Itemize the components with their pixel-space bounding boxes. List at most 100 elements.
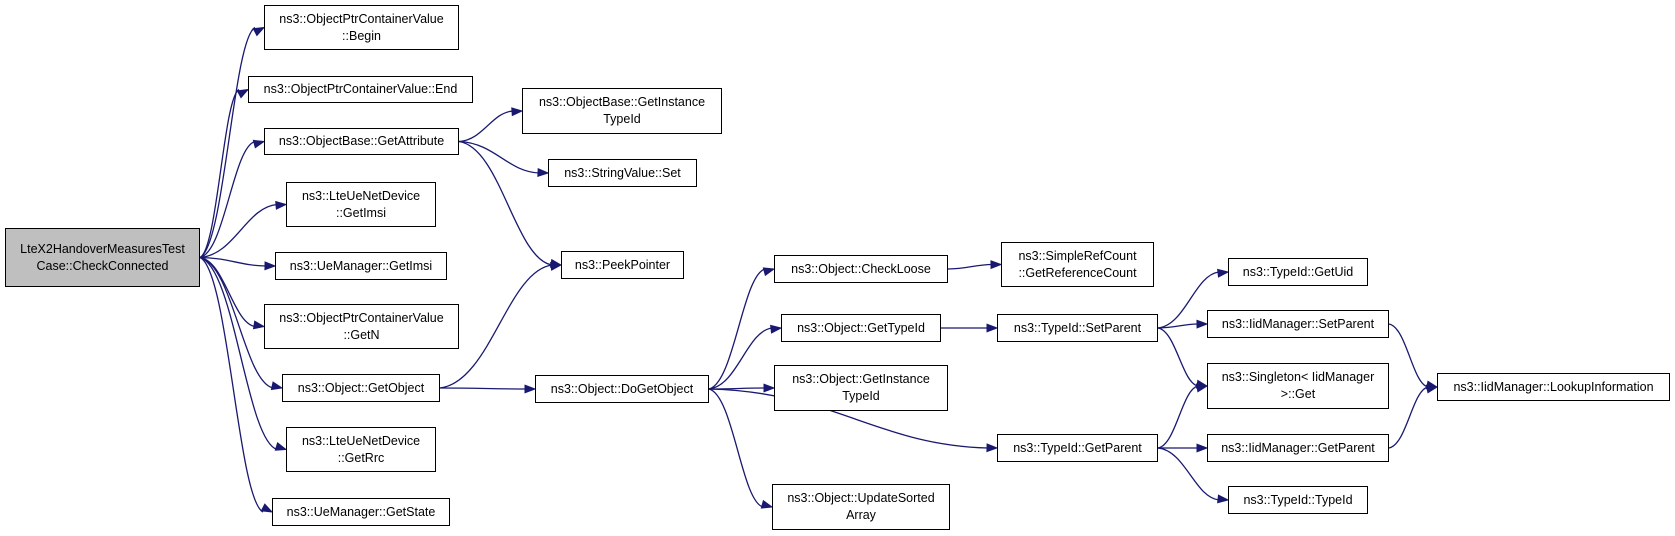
arrowhead-icon [524, 384, 537, 394]
node-label-line: Array [846, 508, 876, 522]
call-edge-object_dogetobject-to-object_gettypeid [708, 327, 773, 390]
arrowhead-icon [252, 139, 266, 149]
arrowhead-icon [1195, 383, 1209, 393]
arrowhead-icon [511, 107, 524, 117]
arrowhead-icon [1425, 384, 1439, 394]
node-typeid-getuid[interactable]: ns3::TypeId::GetUid [1228, 258, 1368, 286]
call-edge-object_dogetobject-to-object_checkloose [708, 268, 766, 390]
node-uemanager-getimsi[interactable]: ns3::UeManager::GetImsi [275, 252, 447, 280]
arrowhead-icon [770, 324, 783, 334]
arrowhead-icon [1217, 268, 1230, 278]
node-iidmanager-lookupinformation[interactable]: ns3::IidManager::LookupInformation [1437, 373, 1670, 401]
call-edge-iidmanager_getparent-to-iidmanager_lookupinformation [1388, 386, 1429, 449]
node-label-line: TypeId [603, 112, 641, 126]
call-edge-object_getobject-to-peekpointer [439, 264, 553, 389]
node-label-line: ns3::ObjectPtrContainerValue [279, 310, 444, 325]
call-edge-root-to-opcv_begin [199, 26, 256, 259]
node-label-line: ns3::SimpleRefCount [1018, 248, 1137, 263]
node-label-line: ns3::UeManager::GetImsi [289, 258, 433, 273]
node-simplerefcount-getreferencecount[interactable]: ns3::SimpleRefCount ::GetReferenceCount [1001, 242, 1154, 287]
node-label-line: ns3::Object::GetTypeId [797, 320, 925, 335]
call-edge-iidmanager_setparent-to-iidmanager_lookupinformation [1388, 323, 1429, 388]
node-label-line: ns3::UeManager::GetState [286, 504, 436, 519]
node-label-line: Case::CheckConnected [36, 258, 169, 273]
call-edge-typeid_setparent-to-typeid_getuid [1157, 271, 1220, 329]
node-label-line: ::GetImsi [335, 205, 386, 220]
node-label-line: ns3::IidManager::SetParent [1221, 316, 1375, 331]
node-label-line: ns3::TypeId::GetParent [1013, 440, 1142, 455]
node-label-line: ns3::PeekPointer [574, 257, 671, 272]
node-label-line: ns3::ObjectBase::GetAttribute [278, 134, 445, 148]
node-label-line: ns3::Singleton< IidManager [1221, 370, 1375, 384]
node-object-updatesortedarray[interactable]: ns3::Object::UpdateSorted Array [772, 484, 950, 530]
node-label-line: ns3::ObjectPtrContainerValue::End [263, 82, 458, 96]
node-typeid-getparent[interactable]: ns3::TypeId::GetParent [997, 434, 1158, 462]
node-label-line: LteX2HandoverMeasuresTest [20, 241, 185, 256]
node-uemanager-getstate[interactable]: ns3::UeManager::GetState [272, 498, 450, 526]
node-label-line: ns3::Object::CheckLoose [791, 261, 931, 276]
node-typeid-typeid[interactable]: ns3::TypeId::TypeId [1228, 486, 1368, 514]
call-edge-object_dogetobject-to-typeid_getparent [708, 388, 989, 449]
node-objectbase-getattribute[interactable]: ns3::ObjectBase::GetAttribute [264, 128, 459, 155]
call-edge-typeid_getparent-to-typeid_typeid [1157, 447, 1220, 501]
node-object-getobject[interactable]: ns3::Object::GetObject [282, 374, 440, 402]
node-label-line: ns3::TypeId::SetParent [1013, 320, 1142, 335]
arrowhead-icon [760, 499, 774, 509]
node-label-line: ns3::ObjectPtrContainerValue [279, 11, 444, 26]
node-label-line: TypeId [842, 389, 880, 403]
call-edge-root-to-uemanager_getimsi [199, 256, 267, 267]
node-object-checkloose[interactable]: ns3::Object::CheckLoose [774, 255, 948, 283]
node-label-line: ns3::StringValue::Set [564, 165, 681, 180]
node-label-line: ::GetReferenceCount [1018, 265, 1137, 280]
node-objectbase-getinstancetypeid[interactable]: ns3::ObjectBase::GetInstance TypeId [522, 88, 722, 134]
node-object-gettypeid[interactable]: ns3::Object::GetTypeId [781, 314, 941, 342]
arrowhead-icon [986, 323, 999, 333]
call-edge-root-to-uemanager_getstate [199, 256, 264, 513]
node-typeid-setparent[interactable]: ns3::TypeId::SetParent [997, 314, 1158, 342]
node-iidmanager-setparent[interactable]: ns3::IidManager::SetParent [1207, 310, 1389, 338]
node-label-line: ns3::Object::UpdateSorted [787, 491, 935, 505]
arrowhead-icon [236, 88, 250, 99]
node-label-line: ns3::IidManager::GetParent [1221, 440, 1375, 455]
arrowhead-icon [264, 261, 277, 271]
node-label-line: ns3::ObjectBase::GetInstance [538, 95, 706, 109]
arrowhead-icon [990, 260, 1003, 270]
node-iidmanager-getparent[interactable]: ns3::IidManager::GetParent [1207, 434, 1389, 462]
arrowhead-icon [252, 26, 266, 37]
arrowhead-icon [1196, 319, 1209, 329]
node-objectptrcontainervalue-end[interactable]: ns3::ObjectPtrContainerValue::End [248, 76, 473, 103]
node-stringvalue-set[interactable]: ns3::StringValue::Set [548, 159, 697, 187]
call-edge-ob_getattribute-to-ob_getinstancetypeid [458, 110, 514, 143]
node-peekpointer[interactable]: ns3::PeekPointer [561, 251, 684, 279]
node-label-line: ns3::TypeId::TypeId [1243, 492, 1353, 507]
node-label-line: >::Get [1280, 387, 1316, 401]
node-label-line: ns3::Object::GetInstance [792, 372, 930, 386]
call-edge-root-to-object_getobject [199, 256, 274, 389]
node-root-lte-x2-handover-checkconnected[interactable]: LteX2HandoverMeasuresTest Case::CheckCon… [5, 228, 200, 287]
node-label-line: ::GetN [343, 327, 380, 342]
node-object-dogetobject[interactable]: ns3::Object::DoGetObject [535, 375, 709, 403]
node-label-line: ::GetRrc [337, 450, 385, 465]
call-edge-root-to-ob_getattribute [199, 140, 256, 259]
arrowhead-icon [275, 200, 288, 210]
call-edge-root-to-ltenetdev_getimsi [199, 203, 278, 259]
node-singleton-iidmanager-get[interactable]: ns3::Singleton< IidManager >::Get [1207, 363, 1389, 409]
arrowhead-icon [762, 267, 776, 277]
arrowhead-icon [1217, 494, 1230, 504]
node-lteuenetdevice-getimsi[interactable]: ns3::LteUeNetDevice ::GetImsi [286, 182, 436, 227]
node-lteuenetdevice-getrrc[interactable]: ns3::LteUeNetDevice ::GetRrc [286, 427, 436, 472]
node-objectptrcontainervalue-begin[interactable]: ns3::ObjectPtrContainerValue ::Begin [264, 5, 459, 50]
arrowhead-icon [270, 381, 284, 391]
node-object-getinstancetypeid[interactable]: ns3::Object::GetInstance TypeId [774, 365, 948, 411]
node-label-line: ns3::LteUeNetDevice [301, 188, 421, 203]
node-label-line: ns3::Object::GetObject [297, 380, 425, 395]
arrowhead-icon [986, 443, 999, 453]
node-label-line: ::Begin [342, 28, 381, 43]
call-edge-typeid_getparent-to-singleton_get [1157, 385, 1199, 449]
call-edge-ob_getattribute-to-stringvalue_set [458, 140, 540, 174]
arrowhead-icon [537, 167, 550, 178]
node-label-line: ns3::Object::DoGetObject [550, 381, 694, 396]
node-objectptrcontainervalue-getn[interactable]: ns3::ObjectPtrContainerValue ::GetN [264, 304, 459, 349]
